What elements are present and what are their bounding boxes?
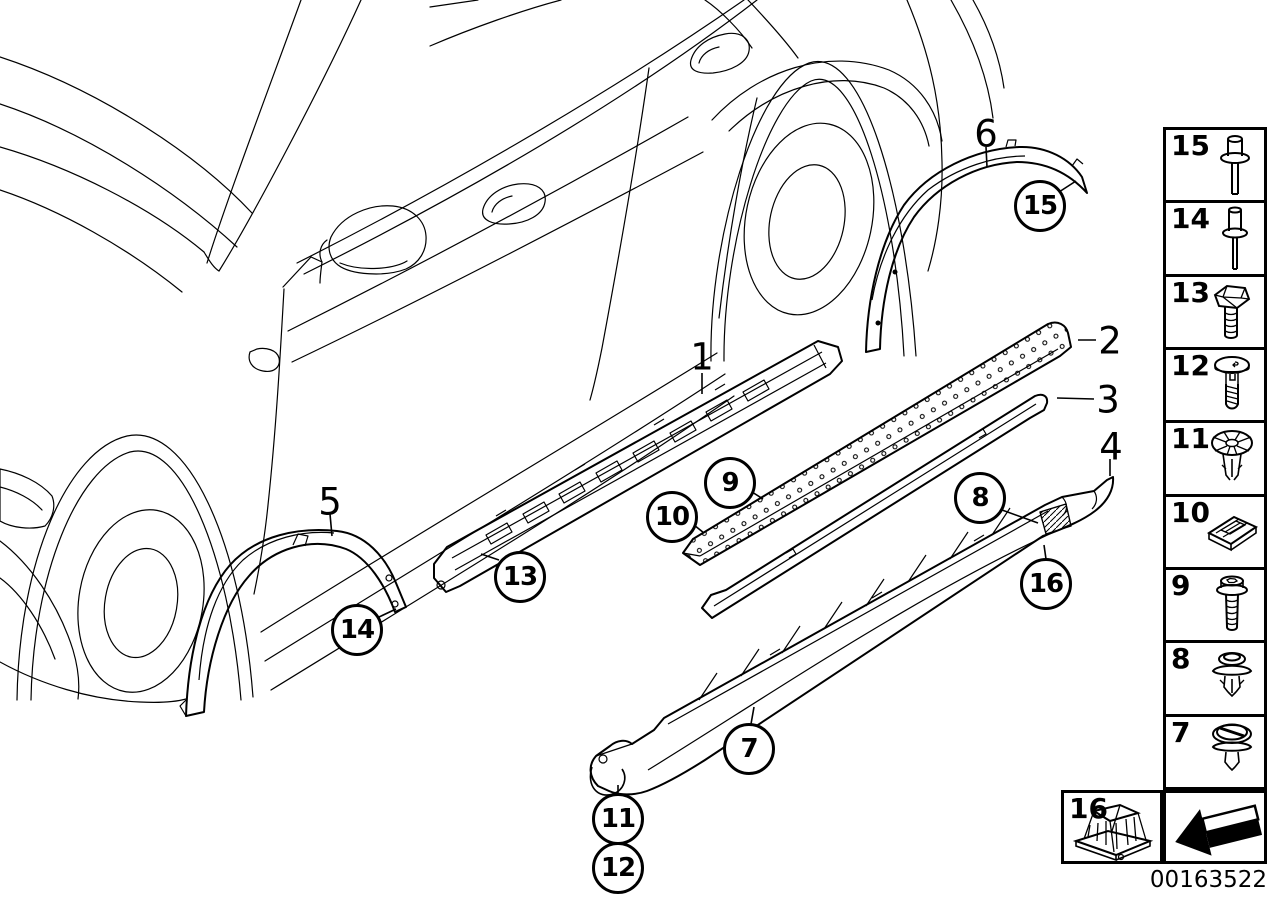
washer-head-screw-icon [1201,352,1263,424]
hex-bolt-icon [1201,279,1263,351]
callout-label-5[interactable]: 5 [318,480,342,524]
diagram-navigation-box[interactable] [1163,790,1267,864]
car-body-outline [0,0,1004,702]
part-running-board-carrier-rail[interactable] [434,341,842,592]
legend-item-14-number: 14 [1171,202,1210,236]
legend-item-14[interactable]: 14 [1166,202,1264,277]
legend-item-12-number: 12 [1171,348,1210,382]
fastener-legend-column: 15 14 13 [1163,127,1267,790]
callout-label-6[interactable]: 6 [974,112,998,156]
legend-item-8[interactable]: 8 [1166,642,1264,717]
slotted-clip-icon [1201,719,1263,791]
legend-item-15-number: 15 [1171,129,1210,162]
legend-item-9[interactable]: 9 [1166,568,1264,644]
legend-item-15[interactable]: 15 [1166,129,1264,204]
part-sill-trim-strip[interactable] [702,395,1047,618]
callout-circle-9[interactable]: 9 [704,457,756,509]
legend-item-7[interactable]: 7 [1166,715,1264,787]
callout-circle-15[interactable]: 15 [1014,180,1066,232]
callout-circle-13[interactable]: 13 [494,551,546,603]
expanding-rivet-icon [1201,425,1263,497]
callout-circle-11[interactable]: 11 [592,793,644,845]
blind-rivet-icon [1201,132,1263,204]
part-front-wheel-arch-trim[interactable] [180,530,406,716]
legend-item-13-number: 13 [1171,275,1210,309]
legend-item-10-number: 10 [1171,495,1210,529]
callout-label-4[interactable]: 4 [1099,425,1123,469]
callout-circle-10[interactable]: 10 [646,491,698,543]
callout-label-1[interactable]: 1 [690,335,714,379]
callout-circle-8[interactable]: 8 [954,472,1006,524]
part-rocker-panel-molding-assembly[interactable] [590,477,1113,795]
clamp-plate-icon [1201,499,1263,571]
legend-item-11[interactable]: 11 [1166,422,1264,497]
callout-label-2[interactable]: 2 [1098,319,1122,363]
flange-screw-icon [1201,572,1263,644]
part-rear-wheel-arch-trim[interactable] [866,140,1087,352]
callout-label-3[interactable]: 3 [1096,378,1120,422]
blind-rivet-long-icon [1201,205,1263,277]
legend-item-7-number: 7 [1171,715,1191,749]
callout-circle-7[interactable]: 7 [723,723,775,775]
callout-circle-12[interactable]: 12 [592,842,644,894]
push-pin-clip-icon [1201,645,1263,717]
legend-item-9-number: 9 [1171,568,1191,602]
legend-item-13[interactable]: 13 [1166,275,1264,351]
page-continue-arrow-icon [1167,792,1263,862]
legend-item-8-number: 8 [1171,642,1191,676]
support-bracket-icon [1064,797,1160,865]
callout-circle-14[interactable]: 14 [331,604,383,656]
legend-item-10[interactable]: 10 [1166,495,1264,571]
legend-item-11-number: 11 [1171,422,1210,456]
legend-item-12[interactable]: 12 [1166,348,1264,424]
part-perforated-tread-plate[interactable] [683,323,1071,565]
legend-item-16[interactable]: 16 [1061,790,1163,864]
callout-circle-16[interactable]: 16 [1020,558,1072,610]
document-number: 00163522 [1149,867,1267,893]
